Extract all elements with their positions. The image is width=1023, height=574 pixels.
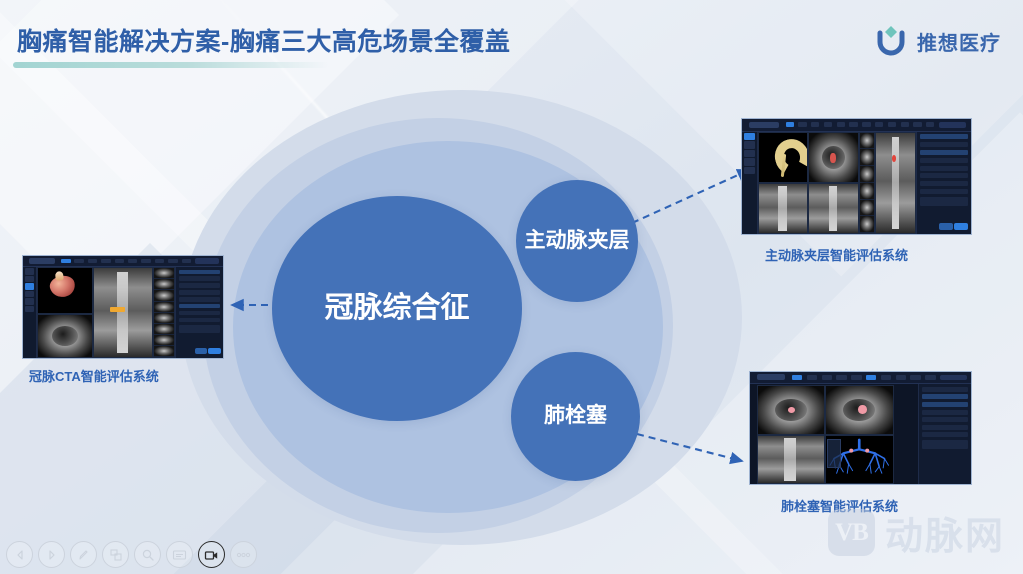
axial-slice-pane: [37, 314, 93, 358]
lesion-marker: [891, 154, 897, 162]
prev-slide-button[interactable]: [6, 541, 33, 568]
axial-slice-pane: [808, 131, 859, 184]
sagittal-pane: [808, 183, 859, 234]
coronary-cta-workstation-screenshot[interactable]: [22, 255, 224, 359]
watermark-badge: VB: [827, 509, 875, 556]
dissection-highlight: [829, 152, 836, 164]
toolbar-buttons: [61, 258, 192, 264]
zoom-button[interactable]: [134, 541, 161, 568]
watermark: VB 动脉网: [827, 505, 1005, 560]
app-logo: [756, 374, 786, 381]
findings-panel: [175, 267, 223, 358]
aortic-dissection-workstation-screenshot[interactable]: [741, 118, 972, 235]
pulmonary-artery-tree-render: [829, 438, 890, 474]
curved-mpr-pane: [874, 131, 917, 234]
report-button[interactable]: [194, 348, 208, 355]
app-logo: [29, 258, 55, 264]
confirm-button[interactable]: [208, 348, 221, 355]
caption-aortic-dissection: 主动脉夹层智能评估系统: [765, 248, 909, 263]
triangle-right-icon: [48, 549, 55, 560]
series-rail: [742, 131, 759, 234]
subtitle-button[interactable]: [166, 541, 193, 568]
toolbar-buttons: [791, 374, 936, 381]
pen-icon: [78, 549, 88, 560]
bubble-label: 主动脉夹层: [524, 228, 630, 252]
brand-name: 推想医疗: [917, 32, 1001, 55]
coronal-pane: [758, 183, 809, 234]
record-button[interactable]: [198, 541, 225, 568]
slide-header: 胸痛智能解决方案-胸痛三大高危场景全覆盖 推想医疗: [0, 0, 1023, 88]
account-chip: [940, 374, 967, 381]
aorta-3d-render: [771, 138, 796, 178]
toolbar-buttons: [785, 121, 935, 128]
title-underline: [13, 62, 329, 68]
page-title: 胸痛智能解决方案-胸痛三大高危场景全覆盖: [17, 28, 511, 56]
caption-coronary: 冠脉CTA智能评估系统: [29, 369, 159, 384]
brand-lockup: 推想医疗: [874, 24, 1001, 58]
confirm-button[interactable]: [954, 222, 969, 230]
findings-panel: [916, 131, 971, 234]
next-slide-button[interactable]: [38, 541, 65, 568]
lesion-marker: [110, 307, 126, 312]
slice-filmstrip: [858, 131, 875, 234]
infervision-u-logo-icon: [874, 24, 908, 58]
bubble-aortic-dissection[interactable]: 主动脉夹层: [516, 180, 638, 302]
video-camera-icon: [204, 550, 218, 560]
ct-slice-image: [875, 132, 916, 233]
aorta-3d-pane: [758, 131, 809, 184]
vessel-legend: [827, 438, 841, 468]
magnifier-icon: [142, 549, 154, 561]
series-rail: [23, 267, 37, 358]
app-toolbar: [742, 119, 971, 132]
ct-slice-image: [757, 435, 825, 483]
app-logo: [748, 121, 779, 128]
account-chip: [938, 121, 967, 128]
pen-button[interactable]: [70, 541, 97, 568]
findings-panel: [917, 384, 971, 484]
ct-slice-image: [38, 315, 92, 357]
ct-slice-image: [94, 268, 152, 357]
volume-render-pane: [37, 267, 93, 315]
bubble-pulmonary-embolism[interactable]: 肺栓塞: [511, 352, 640, 481]
triangle-left-icon: [16, 549, 23, 560]
watermark-text: 动脉网: [884, 516, 1005, 558]
pulmonary-embolism-workstation-screenshot[interactable]: [749, 371, 972, 485]
app-toolbar: [750, 372, 971, 385]
account-chip: [195, 258, 219, 264]
more-options-button[interactable]: [230, 541, 257, 568]
sagittal-pane: [756, 434, 826, 484]
coronal-pane: [756, 385, 826, 435]
bubble-coronary-syndrome[interactable]: 冠脉综合征: [272, 196, 522, 421]
heart-3d-render: [47, 273, 77, 300]
grid-layout-icon: [109, 548, 122, 561]
app-toolbar: [23, 256, 223, 268]
ct-slice-image: [757, 386, 825, 434]
mpr-pane: [93, 267, 153, 358]
embolism-marker: [788, 407, 795, 413]
player-toolbar: [6, 541, 257, 568]
embolism-marker: [858, 405, 867, 414]
ellipsis-icon: [236, 552, 251, 557]
axial-pane: [825, 385, 894, 435]
slice-filmstrip: [153, 267, 175, 358]
caption-box-icon: [172, 549, 187, 560]
ct-slice-image: [809, 184, 858, 233]
report-button[interactable]: [938, 222, 953, 230]
vessel-tree-pane: [825, 434, 894, 484]
ct-slice-image: [759, 184, 808, 233]
slide-overview-button[interactable]: [102, 541, 129, 568]
bubble-label: 肺栓塞: [544, 404, 607, 428]
bubble-label: 冠脉综合征: [324, 291, 470, 324]
